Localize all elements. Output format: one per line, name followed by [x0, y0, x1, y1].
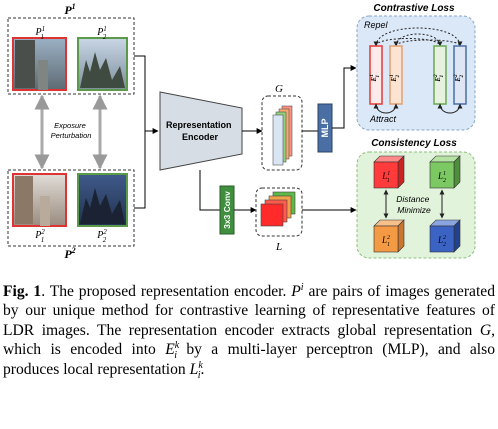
- l-feature-stack: [260, 191, 296, 227]
- conv-label: 3x3 Conv: [222, 191, 232, 229]
- encoder-to-conv-line: [199, 170, 220, 211]
- repel-arc-left: [375, 38, 441, 47]
- repel-arc-right: [395, 39, 461, 47]
- encoder-label: Representation Encoder: [166, 120, 234, 142]
- caption-text-5: .: [200, 360, 205, 378]
- p1-label: P1: [64, 2, 75, 17]
- svg-text:E22: E22: [454, 74, 465, 83]
- svg-text:E21: E21: [434, 74, 445, 83]
- g-dashed-box: [261, 95, 303, 171]
- p1-to-encoder-line: [134, 55, 146, 131]
- l-dashed-box: [255, 187, 303, 237]
- consistency-title: Consistency Loss: [371, 138, 457, 149]
- repel-arc-mid: [393, 33, 443, 47]
- caption-p-sup: i: [300, 281, 304, 293]
- svg-text:E12: E12: [390, 74, 401, 82]
- svg-text:E11: E11: [370, 75, 381, 83]
- svg-text:L21: L21: [381, 235, 390, 248]
- representation-encoder: [159, 91, 243, 171]
- mlp-label: MLP: [320, 119, 330, 138]
- e-bar-e11: E11: [369, 45, 383, 105]
- distance-minimize-label: Distance Minimize: [396, 194, 431, 215]
- figure-caption: Fig. 1. The proposed representation enco…: [3, 281, 495, 381]
- p2-label: P2: [64, 246, 75, 261]
- caption-e-var: E: [165, 341, 175, 359]
- caption-text-4: by a multi-layer perceptron (MLP), and a…: [3, 341, 495, 378]
- attract-label: Attract: [369, 114, 397, 124]
- attract-arc-left: [373, 103, 399, 114]
- g-label: G: [275, 83, 283, 95]
- e-bar-e21: E12: [389, 45, 403, 105]
- caption-g-var: G: [479, 321, 492, 339]
- caption-e-sup: k: [174, 340, 180, 352]
- contrastive-title: Contrastive Loss: [373, 3, 455, 14]
- e-bar-e22: E22: [453, 45, 467, 105]
- caption-fig-label: Fig. 1: [3, 283, 42, 300]
- g-feature-stack: [272, 105, 293, 166]
- p2-to-encoder-line: [134, 131, 146, 209]
- caption-text-2: are pairs of images generated by our uni…: [3, 283, 495, 339]
- caption-text-3: , which is encoded into: [3, 321, 495, 359]
- caption-l-sup: k: [198, 359, 203, 371]
- p1-group-box: [7, 17, 135, 95]
- exposure-perturbation-label: Exposure Perturbation: [51, 121, 92, 140]
- repel-arc-outer: [373, 27, 463, 47]
- svg-text:L22: L22: [437, 235, 446, 248]
- caption-text-1: . The proposed representation encoder.: [41, 283, 292, 300]
- caption-e-sub: i: [174, 350, 177, 362]
- caption-l-var: L: [189, 360, 199, 378]
- caption-l-sub: i: [197, 369, 201, 381]
- caption-p-var: P: [291, 283, 301, 300]
- e-bar-e12: E21: [433, 45, 447, 105]
- mlp-to-contrastive-arrow: [332, 65, 357, 129]
- p2-group-box: [7, 169, 135, 247]
- l-label: L: [275, 241, 282, 253]
- svg-text:L12: L12: [437, 171, 446, 184]
- attract-arc-right: [437, 103, 463, 114]
- repel-label: Repel: [364, 20, 389, 30]
- svg-text:L11: L11: [381, 171, 390, 184]
